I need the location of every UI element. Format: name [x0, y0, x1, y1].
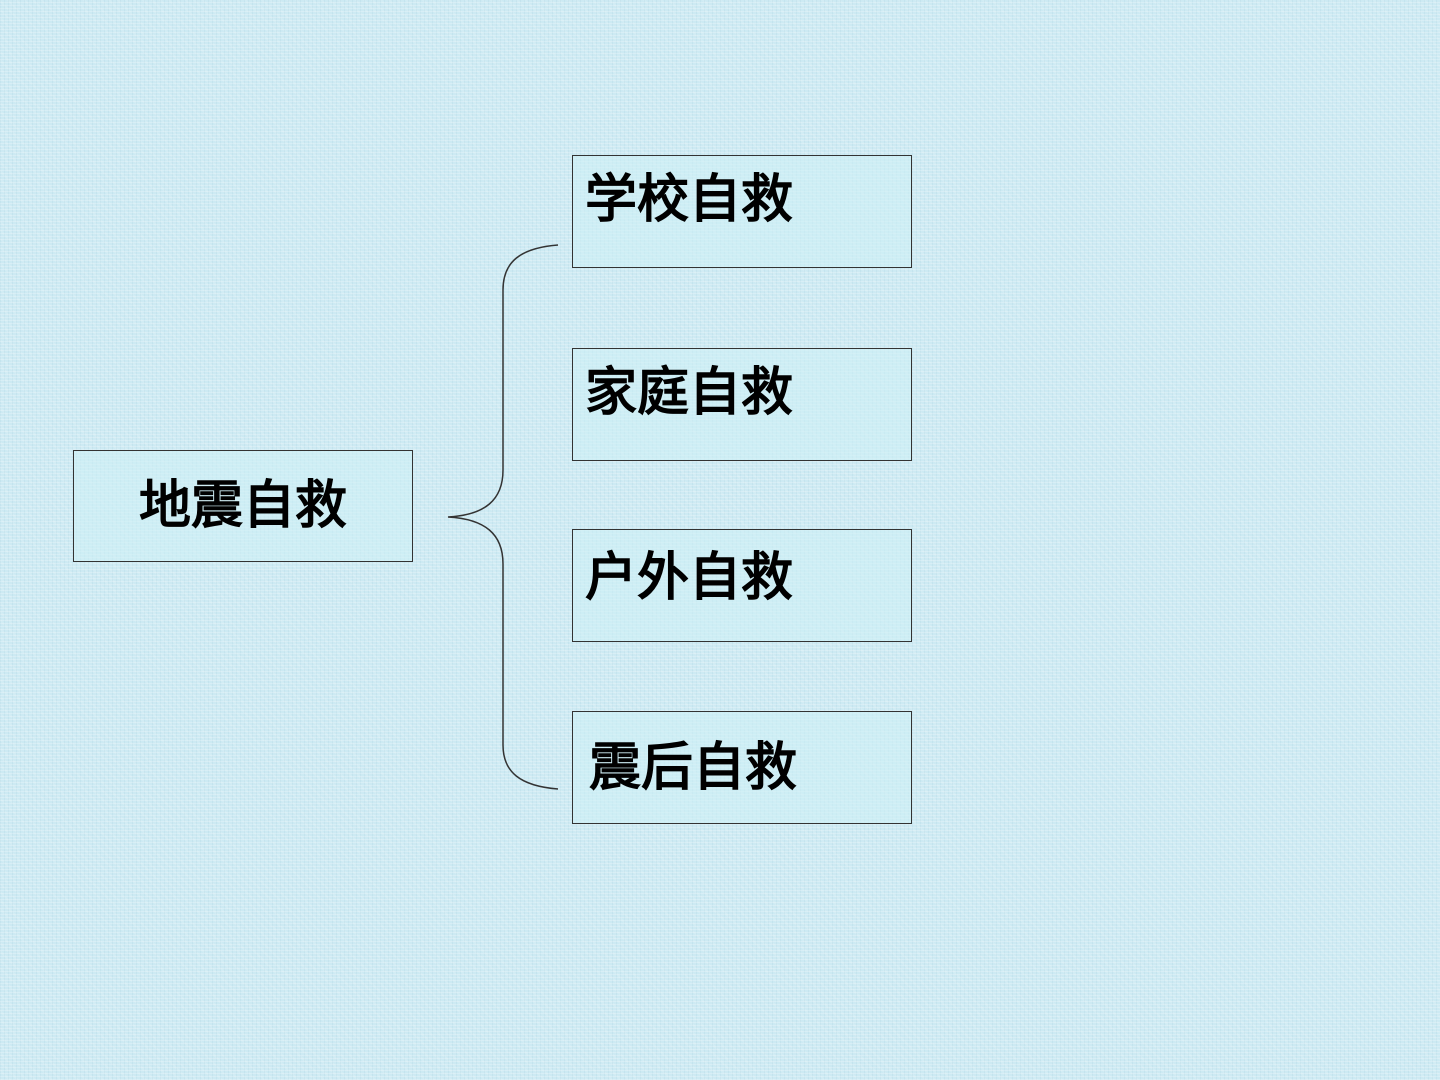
child-label: 户外自救	[585, 548, 794, 608]
child-label: 震后自救	[589, 738, 798, 798]
child-node-after-quake: 震后自救	[572, 711, 912, 824]
child-label: 学校自救	[585, 170, 794, 230]
root-node-earthquake-self-rescue: 地震自救	[73, 450, 413, 562]
child-node-school: 学校自救	[572, 155, 912, 268]
child-node-outdoor: 户外自救	[572, 529, 912, 642]
child-label: 家庭自救	[585, 363, 794, 423]
child-node-home: 家庭自救	[572, 348, 912, 461]
curly-brace	[447, 244, 559, 790]
root-label: 地震自救	[138, 476, 347, 536]
